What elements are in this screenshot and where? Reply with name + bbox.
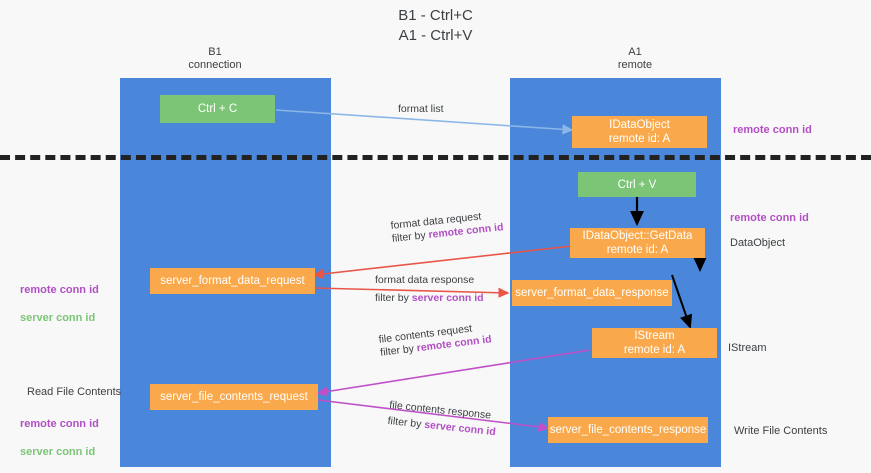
side-label-istream: IStream: [728, 342, 767, 354]
box-ctrl-c[interactable]: Ctrl + C: [160, 95, 275, 123]
arrow-file-contents-request: [316, 349, 591, 397]
filter-key-server-conn-id: server conn id: [411, 292, 484, 304]
arrow-response-to-istream: [671, 274, 693, 329]
box-idataobject[interactable]: IDataObject remote id: A: [572, 116, 707, 148]
box-server-format-data-response[interactable]: server_format_data_response: [512, 280, 672, 306]
side-label-write-file-contents: Write File Contents: [734, 425, 828, 437]
side-label-remote-conn-id-top: remote conn id: [733, 124, 812, 136]
side-label-remote-conn-id-left-1: remote conn id: [20, 284, 99, 296]
edge-label-format-list: format list: [398, 103, 444, 115]
side-label-server-conn-id-left-1: server conn id: [20, 312, 96, 324]
section-divider: [0, 155, 871, 160]
page-title: B1 - Ctrl+C A1 - Ctrl+V: [398, 7, 473, 44]
arrow-format-data-response: [313, 287, 510, 298]
column-header-a1: A1 remote: [617, 46, 653, 71]
edge-label-format-data-response-filter: filter by server conn id: [375, 292, 484, 304]
side-label-conn-ids-2: remote conn id server conn id: [20, 403, 99, 473]
box-server-format-data-request[interactable]: server_format_data_request: [150, 268, 315, 294]
edge-label-format-data-response-text: format data response: [375, 274, 475, 286]
arrow-file-contents-response: [317, 399, 550, 432]
box-istream[interactable]: IStream remote id: A: [592, 328, 717, 358]
side-label-remote-conn-id-left-2: remote conn id: [20, 418, 99, 430]
box-server-file-contents-request[interactable]: server_file_contents_request: [150, 384, 318, 410]
box-server-file-contents-response[interactable]: server_file_contents_response: [548, 417, 708, 443]
arrow-format-list: [275, 109, 574, 135]
box-idataobject-getdata[interactable]: IDataObject::GetData remote id: A: [570, 228, 705, 258]
side-label-read-file-contents: Read File Contents: [27, 386, 122, 398]
side-label-server-conn-id-left-2: server conn id: [20, 446, 96, 458]
side-label-remote-conn-id-mid: remote conn id: [730, 212, 809, 224]
box-ctrl-v[interactable]: Ctrl + V: [578, 172, 696, 197]
side-label-conn-ids-1: remote conn id server conn id: [20, 269, 99, 339]
side-label-dataobject: DataObject: [730, 237, 786, 249]
arrow-format-data-request: [312, 245, 573, 280]
edge-label-format-data-response: format data response filter by server co…: [375, 274, 484, 305]
column-header-b1: B1 connection: [188, 46, 242, 71]
